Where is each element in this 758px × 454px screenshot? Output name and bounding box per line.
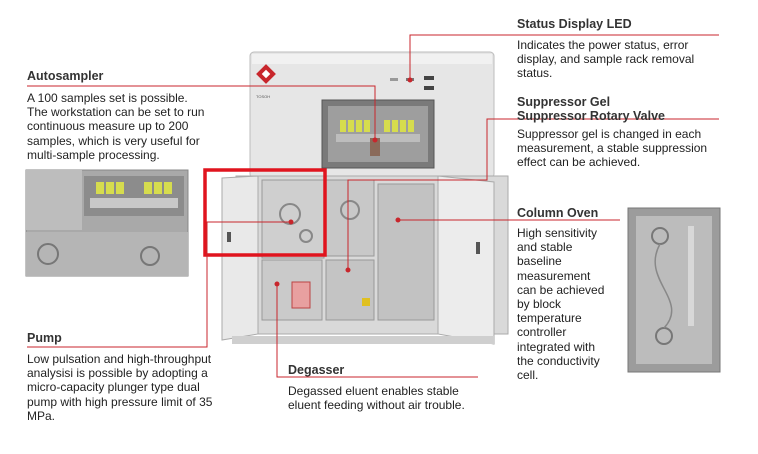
degasser-title: Degasser xyxy=(288,363,345,377)
pump-desc: Low pulsation and high-throughput analys… xyxy=(27,352,213,423)
left-door xyxy=(221,175,259,341)
right-door xyxy=(437,175,495,345)
pump-module xyxy=(261,179,325,259)
autosampler-desc: A 100 samples set is possible. The works… xyxy=(27,91,205,162)
suppressor-title: Suppressor Gel Suppressor Rotary Valve xyxy=(517,95,665,123)
degasser-desc: Degassed eluent enables stable eluent fe… xyxy=(288,384,465,413)
leader-lines xyxy=(27,34,719,378)
inset-photo-column-oven xyxy=(627,207,721,373)
status-led-desc: Indicates the power status, error displa… xyxy=(517,38,695,81)
autosampler-title: Autosampler xyxy=(27,69,104,83)
pump-highlight-box xyxy=(203,168,327,257)
inset-photo-autosampler xyxy=(25,169,189,277)
logo-text: TOSOH xyxy=(256,94,270,99)
brand-logo xyxy=(256,64,276,84)
column-oven-title: Column Oven xyxy=(517,206,599,220)
column-oven-desc: High sensitivity and stable baseline mea… xyxy=(517,226,605,383)
status-led-title: Status Display LED xyxy=(517,17,632,31)
sample-vials xyxy=(340,120,414,132)
pump-title: Pump xyxy=(27,331,62,345)
suppressor-desc: Suppressor gel is changed in each measur… xyxy=(517,127,708,170)
column-oven-module xyxy=(377,183,435,321)
